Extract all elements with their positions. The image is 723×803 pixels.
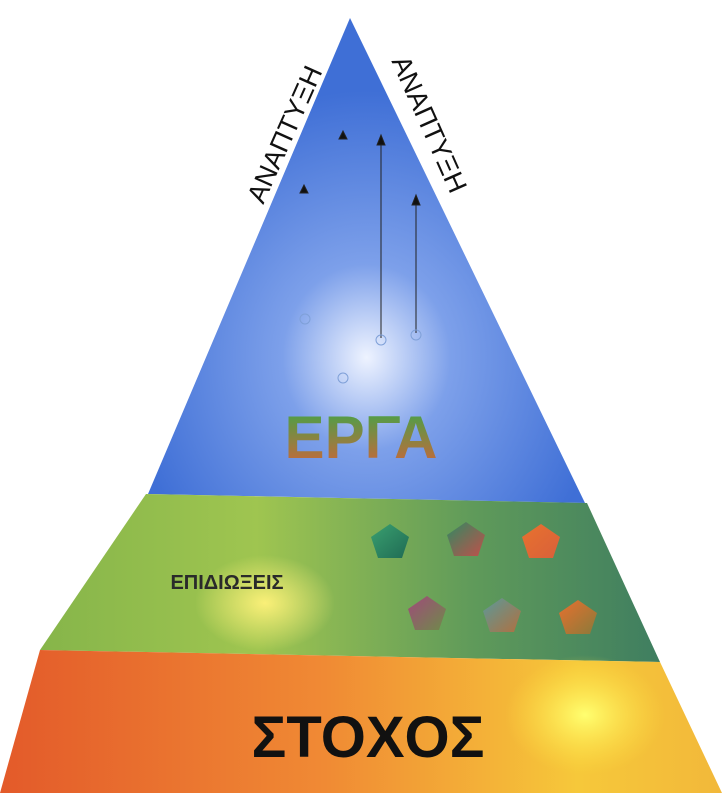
pentagon-icon	[371, 524, 409, 558]
tier-middle-label: ΕΠΙΔΙΩΞΕΙΣ	[170, 572, 283, 594]
circle-icon	[337, 372, 349, 384]
pentagon-icon	[483, 598, 521, 632]
tier-top-label: ΕΡΓΑ	[285, 404, 438, 471]
pentagon-icon	[522, 524, 560, 558]
arrow-up-icon	[376, 133, 386, 146]
tier-middle-glow	[195, 555, 335, 651]
circle-icon	[299, 313, 311, 325]
arrow-up-icon	[299, 183, 309, 194]
arrow-up-icon	[411, 193, 421, 206]
top-circles	[299, 313, 422, 384]
circle-icon	[375, 334, 387, 346]
tier-bottom-glow	[505, 655, 665, 775]
pentagons	[371, 522, 597, 634]
pentagon-icon	[559, 600, 597, 634]
pentagon-icon	[447, 522, 485, 556]
tier-middle	[40, 494, 660, 662]
tier-bottom-label: ΣΤΟΧΟΣ	[252, 705, 485, 770]
pentagon-icon	[408, 596, 446, 630]
top-arrows	[299, 129, 421, 338]
circle-icon	[410, 329, 422, 341]
arrow-up-icon	[338, 129, 348, 140]
tier-top	[148, 18, 585, 503]
